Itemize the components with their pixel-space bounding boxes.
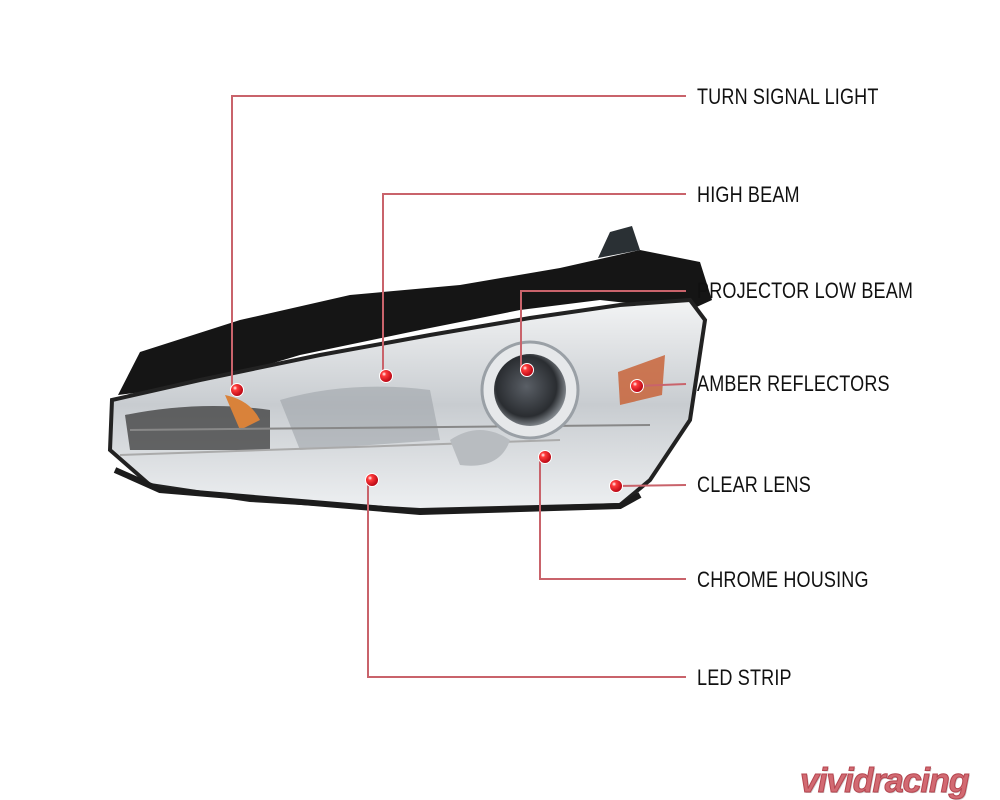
marker-high-beam [379, 369, 393, 383]
label-amber-reflectors: AMBER REFLECTORS [697, 371, 890, 396]
bracket [598, 226, 640, 258]
marker-projector [520, 363, 534, 377]
label-high-beam: HIGH BEAM [697, 182, 800, 207]
leader-clear-lens [615, 484, 687, 487]
marker-amber [630, 379, 644, 393]
leader-amber [636, 383, 687, 387]
marker-turn-signal [230, 383, 244, 397]
label-chrome-housing: CHROME HOUSING [697, 567, 869, 592]
label-clear-lens: CLEAR LENS [697, 472, 811, 497]
marker-chrome-housing [538, 450, 552, 464]
marker-clear-lens [609, 479, 623, 493]
marker-led-strip [365, 473, 379, 487]
housing-top [118, 250, 712, 395]
label-projector-low-beam: PROJECTOR LOW BEAM [697, 278, 914, 303]
vividracing-logo: vividracing [800, 762, 971, 800]
label-led-strip: LED STRIP [697, 665, 792, 690]
label-turn-signal-light: TURN SIGNAL LIGHT [697, 84, 879, 109]
